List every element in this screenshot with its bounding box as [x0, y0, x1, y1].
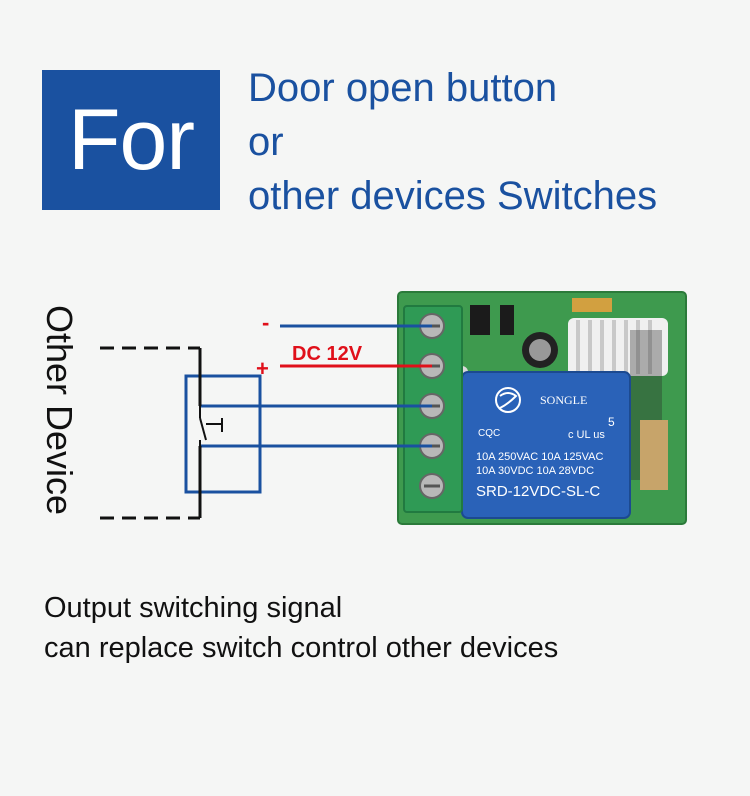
- crystal: [572, 298, 612, 312]
- caption-line-2: can replace switch control other devices: [44, 632, 559, 664]
- chip-2: [500, 305, 514, 335]
- headline-door-button: Door open button: [248, 66, 558, 110]
- relay-model: SRD-12VDC-SL-C: [476, 483, 600, 500]
- button-component: [640, 420, 668, 490]
- relay-brand: SONGLE: [540, 393, 587, 407]
- headline-other-switches: other devices Switches: [248, 174, 658, 218]
- voltage-label: DC 12V: [292, 343, 363, 365]
- for-label: For: [68, 91, 195, 188]
- terminal-block: [403, 305, 463, 513]
- antenna-coil: [568, 318, 668, 376]
- relay-cert-mark: CQC: [478, 428, 500, 439]
- chip-1: [470, 305, 490, 335]
- relay: SONGLE CQC c UL us 5 10A 250VAC 10A 125V…: [461, 371, 631, 519]
- relay-rating-1: 10A 250VAC 10A 125VAC: [476, 451, 603, 463]
- headline-or: or: [248, 120, 284, 164]
- device-wiring: [100, 346, 202, 520]
- minus-label: -: [262, 310, 269, 335]
- caption-line-1: Output switching signal: [44, 592, 343, 624]
- relay-coil-number: 5: [608, 415, 615, 429]
- relay-ul-mark: c UL us: [568, 429, 605, 441]
- switch-symbol-icon: [199, 406, 223, 446]
- switch-box: [184, 374, 262, 494]
- terminal-screw-icon: [419, 473, 445, 499]
- capacitor: [522, 332, 558, 368]
- songle-logo-icon: [495, 387, 521, 413]
- relay-rating-2: 10A 30VDC 10A 28VDC: [476, 465, 594, 477]
- for-label-box: For: [42, 70, 220, 210]
